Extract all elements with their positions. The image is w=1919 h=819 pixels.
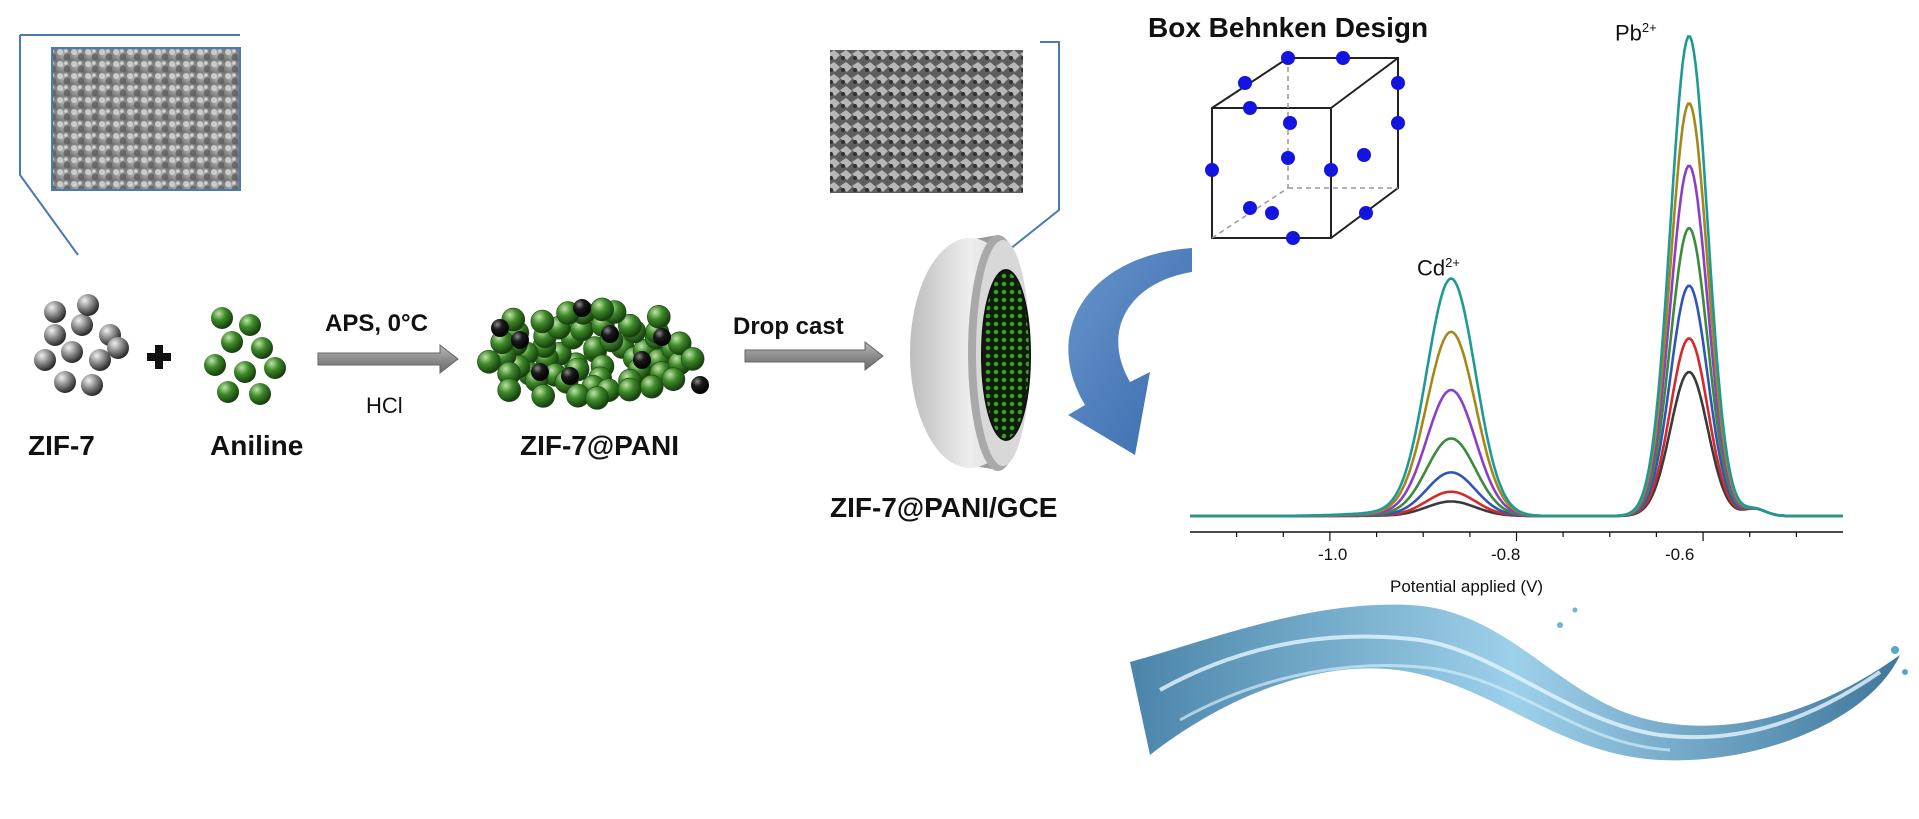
- zif7-pani-cluster: [477, 297, 709, 410]
- aniline-particle: [239, 314, 261, 336]
- x-tick-label: -1.0: [1318, 545, 1348, 564]
- voltammogram-trace: [1190, 102, 1843, 518]
- pani-particle: [617, 313, 642, 338]
- zif7-particle: [561, 367, 579, 385]
- cd-ion-label: Cd2+: [1417, 255, 1460, 281]
- pani-particle: [617, 377, 642, 402]
- design-to-response-arrow: [1068, 248, 1192, 455]
- pani-particle: [590, 297, 615, 322]
- design-point: [1265, 206, 1279, 220]
- zif7-particle: [44, 324, 66, 346]
- pani-particle: [497, 378, 522, 402]
- water-splash: [1130, 604, 1908, 761]
- zif7-sem-image: [51, 47, 241, 191]
- zif7-label: ZIF-7: [28, 430, 95, 461]
- drop-cast-label: Drop cast: [733, 313, 844, 340]
- design-point: [1283, 116, 1297, 130]
- aniline-particle: [217, 381, 239, 403]
- zif7-particle: [77, 294, 99, 316]
- x-tick-label: -0.8: [1491, 545, 1521, 564]
- pani-particle: [530, 309, 555, 334]
- voltammogram-trace: [1190, 284, 1843, 518]
- sem-callout-line-right: [989, 41, 1060, 266]
- electrode-label: ZIF-7@PANI/GCE: [830, 492, 1058, 523]
- aniline-particle: [204, 354, 226, 376]
- pani-particle: [646, 304, 671, 329]
- reaction-conditions-label: APS, 0°C: [325, 310, 428, 337]
- pani-particle: [477, 349, 501, 374]
- pb-ion-label: Pb2+: [1615, 20, 1657, 46]
- zif7-particle: [531, 363, 549, 381]
- chart-xlabel: Potential applied (V): [1390, 577, 1544, 596]
- zif7-particles: [34, 294, 129, 396]
- aniline-particle: [234, 361, 256, 383]
- zif7-particle: [54, 371, 76, 393]
- modified-electrode-surface: [981, 269, 1031, 441]
- voltammogram-trace: [1190, 337, 1843, 518]
- design-title: Box Behnken Design: [1148, 12, 1429, 43]
- design-point: [1243, 201, 1257, 215]
- zif7-particle: [44, 301, 66, 323]
- composite-label: ZIF-7@PANI: [520, 430, 680, 461]
- zif7-particle: [573, 299, 591, 317]
- zif7-particle: [71, 314, 93, 336]
- plus-sign-v: [155, 345, 163, 369]
- sem-callout-line-left: [19, 35, 79, 256]
- voltammogram-trace: [1190, 35, 1843, 518]
- zif7-particle: [34, 349, 56, 371]
- design-point: [1286, 231, 1300, 245]
- composite-sem-image: [830, 50, 1023, 193]
- aniline-particle: [264, 357, 286, 379]
- aniline-particle: [211, 307, 233, 329]
- zif7-particle: [691, 376, 709, 394]
- aniline-particles: [204, 307, 286, 405]
- voltammogram-trace: [1190, 370, 1843, 518]
- zif7-particle: [89, 349, 111, 371]
- design-point: [1336, 51, 1350, 65]
- drop-cast-arrow: [744, 340, 884, 372]
- design-point: [1281, 151, 1295, 165]
- aniline-particle: [251, 337, 273, 359]
- box-behnken-cube: [1205, 51, 1405, 245]
- pani-particle: [531, 384, 556, 408]
- gce-electrode: [910, 235, 1031, 471]
- zif7-particle: [601, 325, 619, 343]
- aniline-label: Aniline: [210, 430, 304, 461]
- pani-particle: [639, 374, 664, 399]
- acid-label: HCl: [366, 393, 403, 418]
- design-point: [1243, 101, 1257, 115]
- design-point: [1281, 51, 1295, 65]
- aniline-particle: [249, 383, 271, 405]
- aniline-particle: [221, 331, 243, 353]
- reaction-arrow: [317, 343, 459, 375]
- design-point: [1238, 76, 1252, 90]
- voltammogram-trace: [1190, 164, 1843, 518]
- design-point: [1359, 206, 1373, 220]
- voltammogram-trace: [1190, 227, 1843, 518]
- zif7-particle: [491, 319, 509, 337]
- design-point: [1357, 148, 1371, 162]
- zif7-particle: [511, 331, 529, 349]
- zif7-particle: [107, 337, 129, 359]
- pani-particle: [661, 367, 686, 392]
- zif7-particle: [61, 341, 83, 363]
- x-tick-label: -0.6: [1665, 545, 1695, 564]
- design-point: [1324, 163, 1338, 177]
- design-point: [1205, 163, 1219, 177]
- zif7-particle: [653, 328, 671, 346]
- zif7-particle: [81, 374, 103, 396]
- voltammogram-chart: [1190, 35, 1843, 541]
- pani-particle: [585, 386, 610, 410]
- design-point: [1391, 116, 1405, 130]
- pani-particle: [680, 347, 705, 371]
- zif7-particle: [633, 351, 651, 369]
- design-point: [1391, 76, 1405, 90]
